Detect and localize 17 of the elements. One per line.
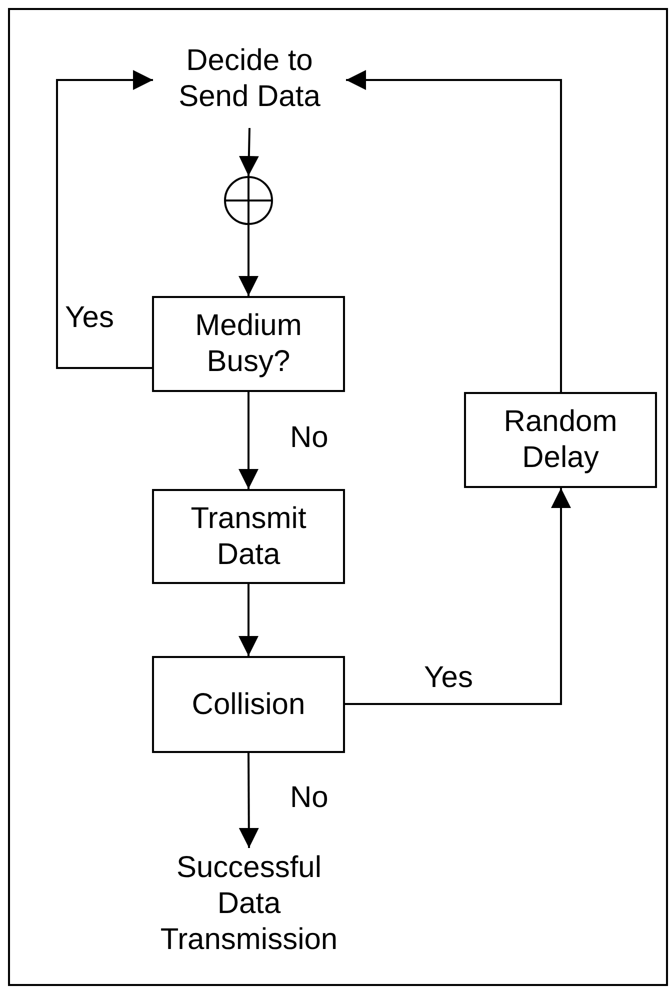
process-box [464,392,657,488]
arrow [346,70,562,392]
process-box [152,656,345,753]
arrow [238,584,258,656]
process-box [152,296,345,392]
box-label: Collision [190,686,306,722]
arrow [238,392,258,489]
arrow [56,70,153,369]
arrow [238,225,258,296]
box-label: Medium Busy? [194,308,303,380]
arrow [345,488,571,705]
box-label: Random Delay [502,404,618,476]
summing-junction-circle [224,176,273,225]
arrow [238,753,259,848]
arrow [238,128,259,176]
box-label: Transmit Data [190,500,308,572]
process-box [152,489,345,584]
